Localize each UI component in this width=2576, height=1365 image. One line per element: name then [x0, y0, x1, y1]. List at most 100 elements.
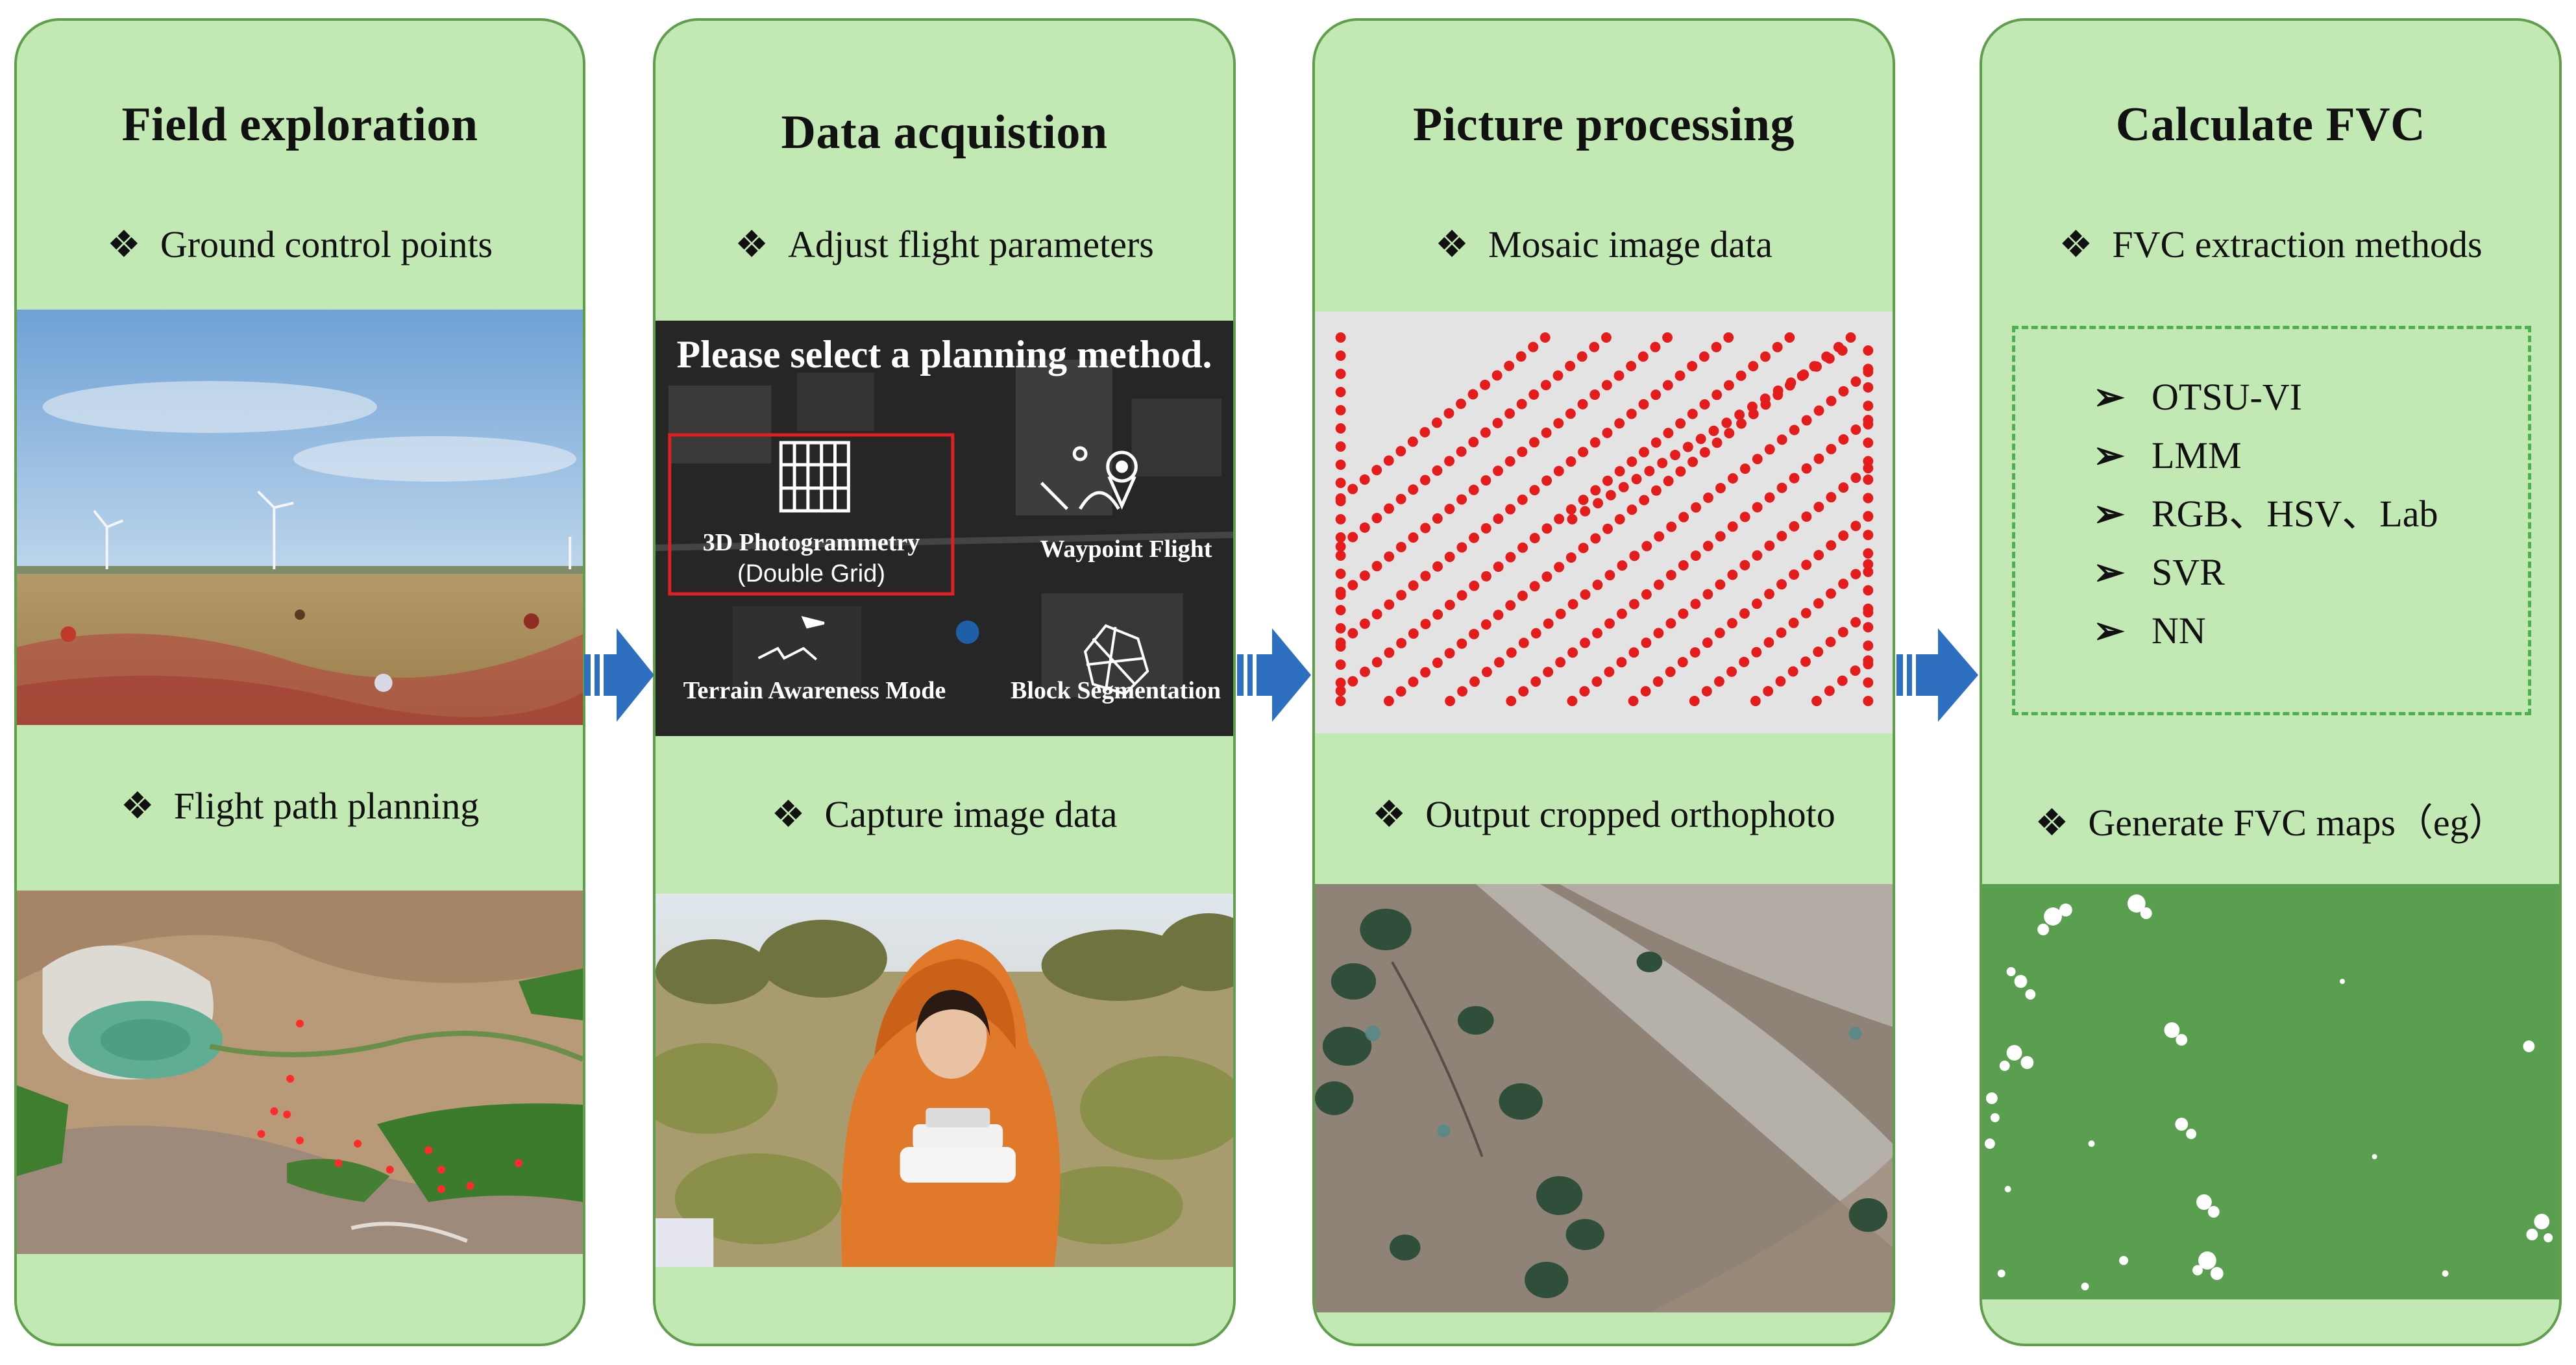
flight-path-dot — [1736, 370, 1747, 381]
flight-path-dot — [1335, 369, 1346, 379]
flight-path-dot — [1335, 496, 1346, 506]
flight-path-dot — [1850, 424, 1861, 436]
flight-path-dot — [1826, 395, 1837, 406]
flight-path-dot — [1789, 424, 1800, 436]
flight-path-dot — [1567, 514, 1578, 524]
flight-path-dot — [1626, 504, 1638, 515]
flight-path-dot — [1801, 415, 1812, 426]
flight-path-dot — [1863, 677, 1874, 688]
flight-path-dot — [1678, 560, 1689, 571]
flight-path-dot — [1371, 513, 1382, 524]
flight-path-dot — [1715, 482, 1726, 493]
flight-path-dot — [1408, 580, 1419, 591]
flight-path-dot — [1824, 353, 1835, 364]
flight-path-dot — [1798, 369, 1809, 380]
flight-path-dot — [1677, 657, 1688, 668]
step-generate-fvc-maps: ❖Generate FVC maps（eg） — [2035, 802, 2507, 844]
flight-path-dot — [1650, 389, 1662, 400]
flight-path-dot — [1801, 560, 1812, 571]
flight-path-dot — [1838, 530, 1849, 541]
flight-path-dot — [1505, 504, 1516, 515]
flight-path-dot — [1335, 569, 1346, 579]
flight-path-dot — [1554, 513, 1565, 524]
flight-path-dot — [1567, 696, 1578, 706]
panel-calculate-fvc: Calculate FVC ❖FVC extraction methods ➢O… — [1980, 18, 2562, 1346]
operator-photo — [656, 894, 1233, 1267]
step-adjust-flight-parameters: ❖Adjust flight parameters — [735, 223, 1154, 265]
flight-path-dot — [1541, 475, 1552, 486]
flight-path-dot — [1432, 609, 1443, 620]
flight-path-dot — [1420, 571, 1431, 582]
flight-path-dot — [1530, 676, 1541, 687]
flight-path-dot — [1801, 463, 1812, 474]
flight-path-dot — [1800, 608, 1811, 619]
flight-path-dot — [1565, 408, 1576, 419]
flight-path-dot — [1456, 590, 1467, 601]
flight-path-dot — [1800, 656, 1811, 667]
flight-path-dot — [1371, 561, 1382, 572]
flight-path-dot — [1838, 578, 1849, 589]
flight-path-dot — [1335, 532, 1346, 543]
flight-path-dot — [1772, 341, 1783, 352]
flight-path-dot — [1811, 361, 1822, 372]
flight-path-dot — [1589, 437, 1601, 448]
flight-path-dot — [1432, 658, 1443, 669]
flight-path-dot — [1726, 666, 1737, 677]
flight-path-dot — [1702, 637, 1713, 648]
panel-title: Picture processing — [1413, 98, 1795, 151]
flight-path-dot — [1640, 686, 1651, 697]
flight-path-dot — [1578, 543, 1589, 554]
flight-path-dot — [1335, 605, 1346, 615]
flight-path-dot — [1748, 361, 1759, 372]
flight-path-dot — [1504, 408, 1515, 419]
planner-heading: Please select a planning method. — [676, 333, 1212, 376]
flight-path-dot — [1480, 523, 1491, 534]
flight-path-dot — [1576, 351, 1588, 362]
flight-path-dot — [1360, 618, 1370, 629]
flight-path-dot — [1593, 498, 1604, 509]
flight-path-dot — [1469, 628, 1479, 639]
flight-path-dot — [1432, 417, 1442, 428]
flight-path-dot — [1517, 447, 1528, 458]
chevron-right-icon: ➢ — [2093, 376, 2125, 418]
flight-path-dot — [1784, 332, 1795, 343]
step-ground-control-points: ❖Ground control points — [106, 223, 493, 265]
flight-path-dot — [1601, 380, 1612, 391]
chevron-right-icon: ➢ — [2093, 493, 2125, 535]
flight-path-dot — [1727, 569, 1738, 580]
flight-path-dot — [1481, 571, 1491, 582]
flight-path-dot — [1825, 637, 1836, 647]
flight-path-dot — [1616, 657, 1627, 668]
flight-path-dot — [1690, 598, 1701, 609]
flight-path-dot — [1371, 609, 1382, 620]
flight-path-dot — [1775, 676, 1786, 687]
flight-path-dot — [1687, 408, 1698, 419]
flight-path-dot — [1863, 530, 1874, 541]
flight-path-dot — [1529, 532, 1540, 543]
flight-path-dot — [1760, 351, 1771, 362]
flight-path-dot — [1420, 619, 1431, 630]
flight-path-dot — [1626, 456, 1638, 467]
flight-path-dot — [1650, 437, 1662, 448]
flight-path-dot — [1617, 560, 1628, 571]
flight-path-dot — [1592, 580, 1603, 591]
flight-path-dot — [1580, 506, 1591, 517]
diamond-bullet-icon: ❖ — [120, 785, 154, 827]
flight-path-dot — [1480, 619, 1491, 630]
flight-path-dot — [1419, 474, 1430, 486]
flight-path-dot — [1554, 561, 1565, 572]
flight-path-dot — [1335, 623, 1346, 633]
flight-path-dot — [1407, 436, 1418, 447]
flight-path-dot — [1723, 380, 1734, 391]
flight-path-dot — [1699, 351, 1710, 362]
flight-path-dot — [1469, 676, 1480, 687]
panel-title: Field exploration — [121, 98, 478, 151]
flight-path-dot — [1567, 647, 1578, 658]
flight-path-dot — [1789, 521, 1800, 532]
right-arrow-icon — [1237, 623, 1312, 727]
flight-path-dot — [1614, 418, 1625, 429]
flight-path-dot — [1826, 540, 1837, 551]
flight-path-dot — [1811, 696, 1822, 706]
flight-path-dot — [1335, 685, 1346, 696]
diamond-bullet-icon: ❖ — [735, 223, 769, 265]
